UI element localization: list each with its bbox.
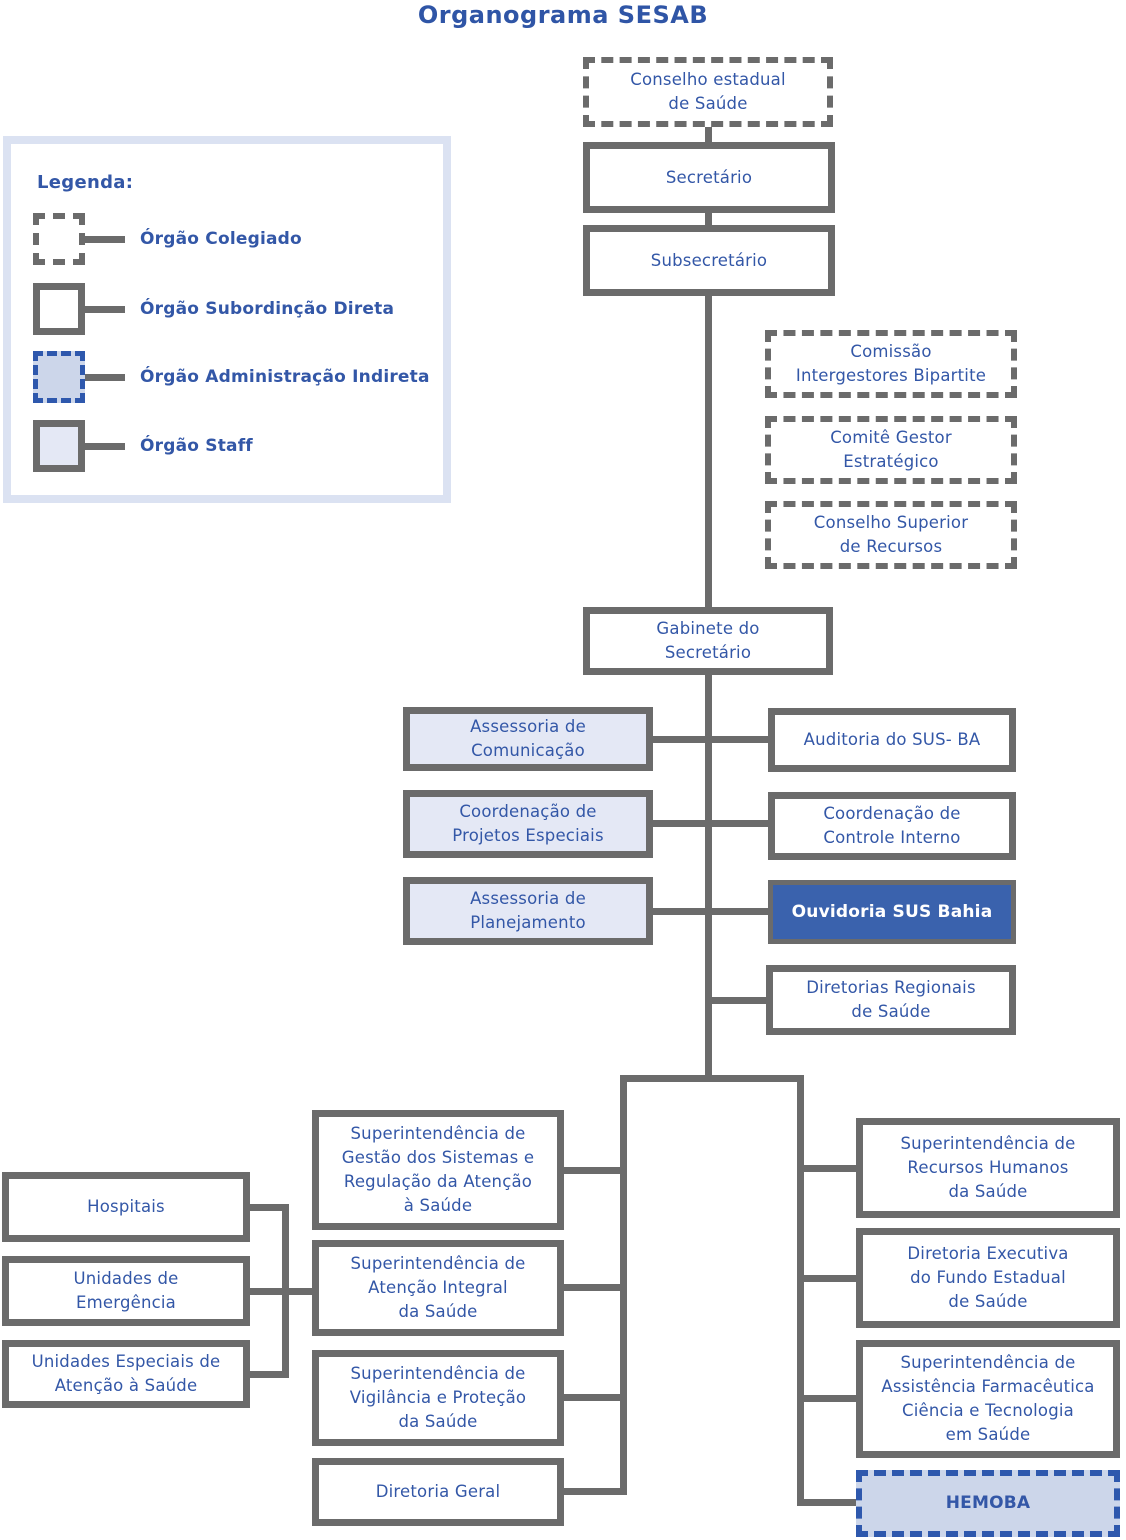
node-sup-gestao-dos-sistemas: Superintendência de Gestão dos Sistemas … bbox=[312, 1110, 564, 1230]
line-right-branch-vertical bbox=[797, 1075, 804, 1506]
node-sup-vigilancia-e-protecao: Superintendência de Vigilância e Proteçã… bbox=[312, 1350, 564, 1446]
node-ouvidoria-sus-bahia: Ouvidoria SUS Bahia bbox=[768, 880, 1016, 944]
connector-dir-executiva bbox=[804, 1275, 856, 1282]
connector-auditoria bbox=[712, 736, 768, 743]
node-auditoria-do-sus-ba: Auditoria do SUS- BA bbox=[768, 708, 1016, 772]
connector-controle-interno bbox=[712, 820, 768, 827]
legend-label-orgao-colegiado: Órgão Colegiado bbox=[140, 229, 302, 249]
legend-heading: Legenda: bbox=[37, 172, 134, 193]
legend-label-orgao-staff: Órgão Staff bbox=[140, 436, 253, 456]
node-coordenacao-de-controle-interno: Coordenação de Controle Interno bbox=[768, 792, 1016, 860]
legend-swatch-orgao-staff bbox=[33, 420, 85, 472]
legend-stub-orgao-colegiado bbox=[85, 236, 125, 243]
connector-coordenacao-projetos bbox=[650, 820, 705, 827]
node-conselho-superior-de-recursos: Conselho Superior de Recursos bbox=[765, 501, 1017, 569]
legend-stub-orgao-staff bbox=[85, 443, 125, 450]
connector-sup-farmaceutica bbox=[804, 1395, 856, 1402]
node-assessoria-de-planejamento: Assessoria de Planejamento bbox=[403, 877, 653, 945]
node-sup-assistencia-farmaceutica: Superintendência de Assistência Farmacêu… bbox=[856, 1340, 1120, 1458]
node-diretoria-geral: Diretoria Geral bbox=[312, 1458, 564, 1526]
node-hemoba: HEMOBA bbox=[856, 1470, 1120, 1537]
legend-swatch-orgao-colegiado bbox=[33, 213, 85, 265]
connector-sup-atencao bbox=[562, 1284, 620, 1291]
page-title: Organograma SESAB bbox=[417, 1, 709, 29]
connector-assessoria-comunicacao bbox=[650, 736, 705, 743]
node-sup-atencao-integral: Superintendência de Atenção Integral da … bbox=[312, 1240, 564, 1336]
node-diretorias-regionais-de-saude: Diretorias Regionais de Saúde bbox=[766, 965, 1016, 1035]
node-hospitais: Hospitais bbox=[2, 1172, 250, 1242]
legend-swatch-orgao-administracao-indireta bbox=[33, 351, 85, 403]
connector-sup-rh bbox=[804, 1165, 856, 1172]
line-branch-bar bbox=[620, 1075, 804, 1082]
connector-hospitais bbox=[248, 1204, 286, 1211]
connector-unidades-emergencia bbox=[248, 1288, 312, 1295]
legend-stub-orgao-subordincao-direta bbox=[85, 306, 125, 313]
node-comissao-intergestores-bipartite: Comissão Intergestores Bipartite bbox=[765, 330, 1017, 398]
legend-panel: Legenda: Órgão Colegiado Órgão Subordinç… bbox=[3, 136, 451, 503]
connector-ouvidoria bbox=[712, 908, 768, 915]
legend-label-orgao-administracao-indireta: Órgão Administração Indireta bbox=[140, 367, 430, 387]
connector-diretorias-regionais bbox=[712, 997, 768, 1004]
node-diretoria-executiva-fundo-estadual: Diretoria Executiva do Fundo Estadual de… bbox=[856, 1228, 1120, 1328]
legend-label-orgao-subordincao-direta: Órgão Subordinção Direta bbox=[140, 299, 395, 319]
node-comite-gestor-estrategico: Comitê Gestor Estratégico bbox=[765, 416, 1017, 484]
connector-unidades-especiais bbox=[248, 1371, 286, 1378]
node-unidades-de-emergencia: Unidades de Emergência bbox=[2, 1256, 250, 1326]
node-coordenacao-de-projetos-especiais: Coordenação de Projetos Especiais bbox=[403, 790, 653, 858]
legend-swatch-orgao-subordincao-direta bbox=[33, 283, 85, 335]
node-unidades-especiais-de-atencao-a-saude: Unidades Especiais de Atenção à Saúde bbox=[2, 1340, 250, 1408]
node-sup-recursos-humanos: Superintendência de Recursos Humanos da … bbox=[856, 1118, 1120, 1218]
line-main-vertical bbox=[705, 120, 712, 1082]
node-gabinete-do-secretario: Gabinete do Secretário bbox=[583, 607, 833, 675]
connector-diretoria-geral bbox=[562, 1488, 620, 1495]
node-secretario: Secretário bbox=[583, 142, 835, 213]
connector-sup-gestao bbox=[562, 1167, 620, 1174]
legend-stub-orgao-administracao-indireta bbox=[85, 374, 125, 381]
line-left-branch-vertical bbox=[620, 1075, 627, 1495]
node-subsecretario: Subsecretário bbox=[583, 225, 835, 296]
connector-hemoba bbox=[804, 1499, 856, 1506]
connector-assessoria-planejamento bbox=[650, 908, 705, 915]
node-conselho-estadual-de-saude: Conselho estadual de Saúde bbox=[583, 57, 833, 127]
connector-sup-vigilancia bbox=[562, 1394, 620, 1401]
node-assessoria-de-comunicacao: Assessoria de Comunicação bbox=[403, 707, 653, 771]
